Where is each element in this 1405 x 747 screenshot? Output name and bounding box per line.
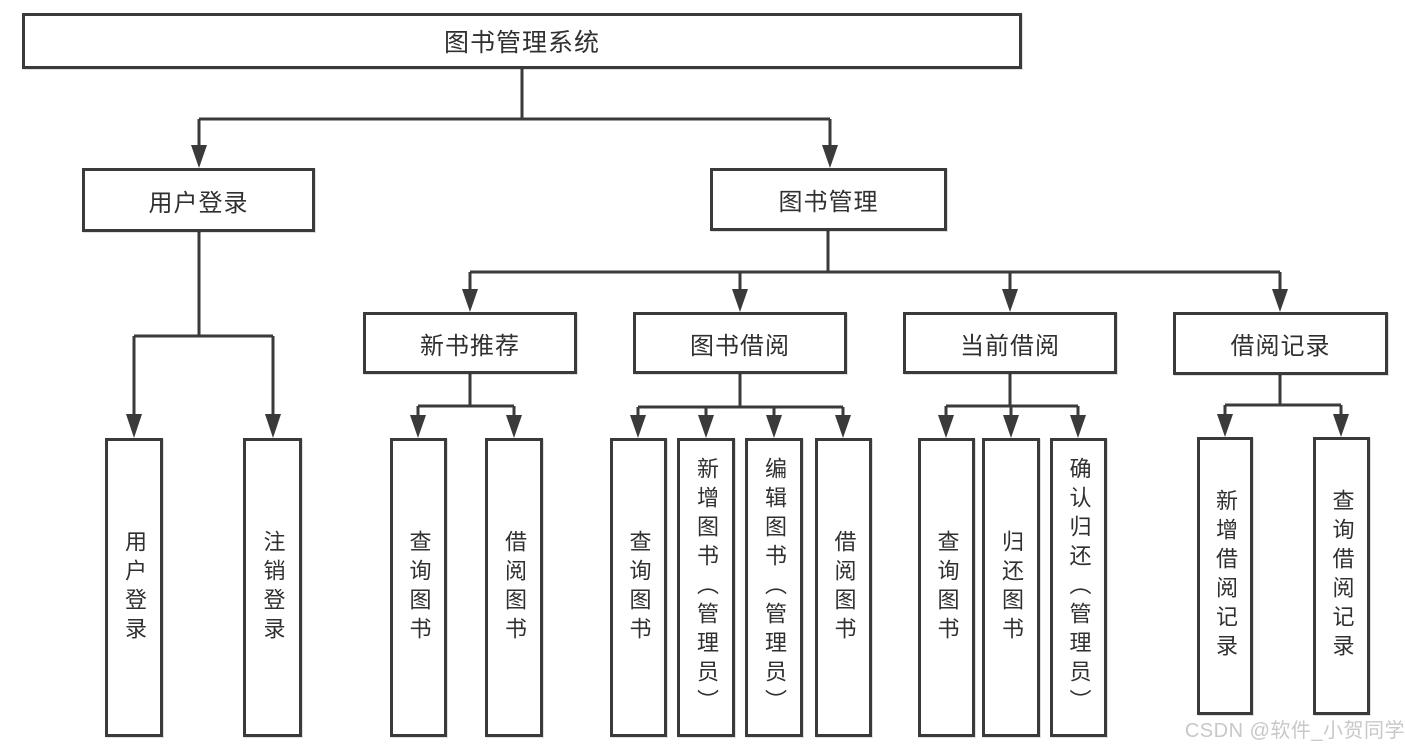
connector-borrow-record-to-leaves [1217, 375, 1349, 437]
node-label: 借阅记录 [1230, 333, 1331, 360]
node-current-borrow: 当前借阅 [903, 312, 1117, 374]
node-label: 图书借阅 [690, 332, 790, 360]
arrowhead [698, 415, 714, 438]
node-label: 图书管理系统 [443, 29, 600, 57]
node-label: 用户登录 [148, 189, 249, 217]
leaf-user-login: 用户登录 [105, 438, 163, 737]
leaf-add-book-admin: 新增图书（管理员） [677, 438, 735, 737]
node-label: 图书管理 [778, 189, 879, 216]
leaf-confirm-return-admin: 确认归还（管理员） [1050, 438, 1107, 737]
arrowhead [1070, 415, 1086, 438]
node-label: 查询借阅记录 [1329, 489, 1355, 663]
node-label: 新书推荐 [420, 332, 520, 360]
node-label: 用户登录 [122, 529, 147, 646]
arrowhead [938, 415, 954, 438]
arrowhead [1003, 415, 1019, 438]
connector-book-borrow-to-leaves [630, 374, 851, 438]
csdn-watermark: CSDN @软件_小贺同学 [1184, 720, 1405, 742]
leaf-edit-book-admin: 编辑图书（管理员） [745, 438, 803, 737]
node-label: 确认归还（管理员） [1066, 457, 1092, 718]
connector-root-to-level2 [191, 69, 838, 168]
arrowhead [506, 415, 522, 438]
node-label: 当前借阅 [960, 332, 1060, 360]
connector-new-book-recommend-to-leaves [410, 374, 522, 438]
arrowhead [126, 414, 142, 438]
node-label: 查询图书 [934, 529, 960, 646]
arrowhead [265, 414, 281, 438]
node-label: 借阅图书 [831, 529, 857, 646]
arrowhead [630, 415, 646, 438]
leaf-return-book: 归还图书 [982, 438, 1040, 737]
node-label: 查询图书 [406, 529, 432, 646]
node-borrow-record: 借阅记录 [1173, 312, 1388, 375]
arrowhead [1217, 414, 1233, 437]
node-label: 借阅图书 [502, 529, 527, 646]
node-user-login: 用户登录 [82, 168, 315, 232]
node-book-borrow: 图书借阅 [633, 312, 847, 374]
node-label: 编辑图书（管理员） [762, 457, 787, 718]
node-label: 注销登录 [260, 529, 286, 646]
node-label: 查询图书 [626, 529, 652, 646]
arrowhead [1333, 414, 1349, 437]
arrowhead [766, 415, 782, 438]
connector-current-borrow-to-leaves [938, 374, 1086, 438]
connector-user-login-to-leaves [126, 232, 281, 438]
node-book-management: 图书管理 [710, 168, 947, 231]
leaf-query-borrow-record: 查询借阅记录 [1313, 437, 1370, 715]
leaf-query-book-current: 查询图书 [918, 438, 975, 737]
leaf-logout: 注销登录 [243, 438, 302, 737]
arrowhead [1002, 289, 1018, 312]
arrowhead [1272, 289, 1288, 312]
leaf-query-book-borrow: 查询图书 [610, 438, 667, 737]
node-label: 新增借阅记录 [1213, 489, 1238, 663]
node-root-library-management-system: 图书管理系统 [22, 13, 1022, 69]
connector-book-management-to-level3 [462, 231, 1288, 312]
arrowhead [732, 289, 748, 312]
node-label: 归还图书 [999, 529, 1024, 646]
arrowhead [462, 289, 478, 312]
arrowhead [191, 145, 207, 168]
leaf-add-borrow-record: 新增借阅记录 [1197, 437, 1253, 715]
leaf-query-book-recommend: 查询图书 [390, 438, 447, 737]
arrowhead [822, 145, 838, 168]
arrowhead [410, 415, 426, 438]
arrowhead [835, 415, 851, 438]
leaf-borrow-book: 借阅图书 [815, 438, 872, 737]
node-new-book-recommend: 新书推荐 [363, 312, 577, 374]
node-label: 新增图书（管理员） [694, 457, 719, 718]
leaf-borrow-book-recommend: 借阅图书 [485, 438, 543, 737]
